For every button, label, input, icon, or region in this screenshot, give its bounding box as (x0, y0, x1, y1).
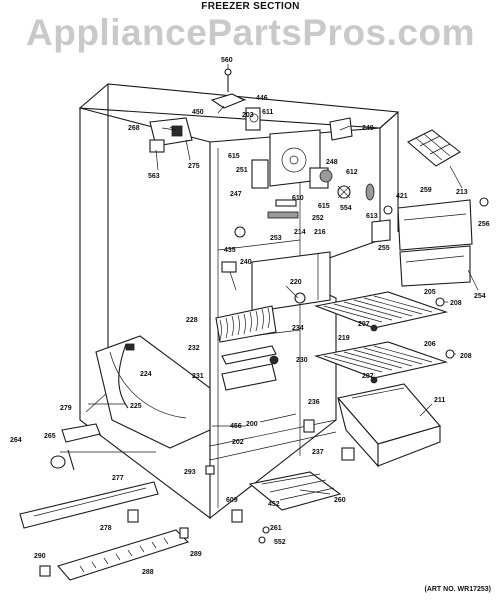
callout-252: 252 (312, 215, 324, 222)
callout-265: 265 (44, 433, 56, 440)
toe-grille (19, 481, 190, 581)
callout-452: 452 (268, 501, 280, 508)
watermark: AppliancePartsPros.com (26, 12, 475, 53)
callout-leaders (60, 64, 479, 495)
freezer-basket (336, 383, 441, 468)
thermostat (221, 226, 246, 291)
callout-563: 563 (148, 173, 160, 180)
callout-275: 275 (188, 163, 200, 170)
callout-560: 560 (221, 57, 233, 64)
callout-615a: 615 (228, 153, 240, 160)
callout-554: 554 (340, 205, 352, 212)
evaporator-fan-assembly (251, 117, 353, 189)
top-hinge-assembly (210, 68, 261, 131)
callout-615b: 615 (318, 203, 330, 210)
callout-450: 450 (192, 109, 204, 116)
callout-261: 261 (270, 525, 282, 532)
callout-289: 289 (190, 551, 202, 558)
bottom-tray (205, 419, 355, 544)
callout-248: 248 (326, 159, 338, 166)
callout-259: 259 (420, 187, 432, 194)
drip-tray-bracket (221, 345, 279, 391)
callout-225: 225 (130, 403, 142, 410)
callout-611: 611 (262, 109, 273, 116)
callout-240: 240 (240, 259, 252, 266)
callout-232: 232 (188, 345, 200, 352)
callout-208b: 208 (460, 353, 472, 360)
callout-234: 234 (292, 325, 304, 332)
fan-motor-parts (337, 183, 393, 215)
light-switch-assembly (149, 117, 193, 153)
callout-205: 205 (424, 289, 436, 296)
callout-206: 206 (424, 341, 436, 348)
callout-279: 279 (60, 405, 72, 412)
callout-labels: 560 446 450 203 611 268 249 615 251 275 … (10, 57, 490, 576)
callout-293: 293 (184, 469, 196, 476)
callout-613: 613 (366, 213, 378, 220)
callout-203: 203 (242, 112, 254, 119)
callout-219: 219 (338, 335, 350, 342)
callout-253: 253 (270, 235, 282, 242)
callout-249: 249 (362, 125, 374, 132)
callout-277: 277 (112, 475, 124, 482)
evaporator-coil (215, 305, 277, 343)
callout-236: 236 (308, 399, 320, 406)
callout-268: 268 (128, 125, 140, 132)
callout-224: 224 (140, 371, 152, 378)
callout-213: 213 (456, 189, 468, 196)
callout-421: 421 (396, 193, 408, 200)
callout-255: 255 (378, 245, 390, 252)
rear-panels (267, 199, 391, 243)
callout-202: 202 (232, 439, 244, 446)
callout-290: 290 (34, 553, 46, 560)
callout-216: 216 (314, 229, 326, 236)
callout-208a: 208 (450, 300, 462, 307)
callout-264: 264 (10, 437, 22, 444)
callout-254: 254 (474, 293, 486, 300)
callout-278: 278 (100, 525, 112, 532)
callout-612: 612 (346, 169, 358, 176)
callout-207a: 207 (358, 321, 370, 328)
callout-207b: 207 (362, 373, 374, 380)
callout-231: 231 (192, 373, 204, 380)
callout-435: 435 (224, 247, 236, 254)
freezer-shelves (313, 291, 455, 384)
art-number: (ART NO. WR17253) (424, 586, 491, 593)
callout-230: 230 (296, 357, 308, 364)
callout-251: 251 (236, 167, 248, 174)
ice-tray-shelf (397, 197, 489, 287)
callout-552: 552 (274, 539, 286, 546)
ice-tray (407, 129, 461, 167)
callout-609: 609 (226, 497, 238, 504)
callout-228: 228 (186, 317, 198, 324)
callout-211: 211 (434, 397, 445, 404)
hinge-pin-assembly (50, 423, 101, 471)
callout-288: 288 (142, 569, 154, 576)
callout-237: 237 (312, 449, 324, 456)
callout-214: 214 (294, 229, 306, 236)
door-shelf-ramp (95, 335, 211, 449)
callout-247: 247 (230, 191, 242, 198)
callout-446: 446 (256, 95, 268, 102)
callout-610: 610 (292, 195, 304, 202)
evaporator-cover (251, 251, 331, 313)
callout-200: 200 (246, 421, 258, 428)
section-title: FREEZER SECTION (201, 1, 300, 12)
callout-260: 260 (334, 497, 346, 504)
callout-456: 456 (230, 423, 242, 430)
callout-256: 256 (478, 221, 490, 228)
callout-220: 220 (290, 279, 302, 286)
